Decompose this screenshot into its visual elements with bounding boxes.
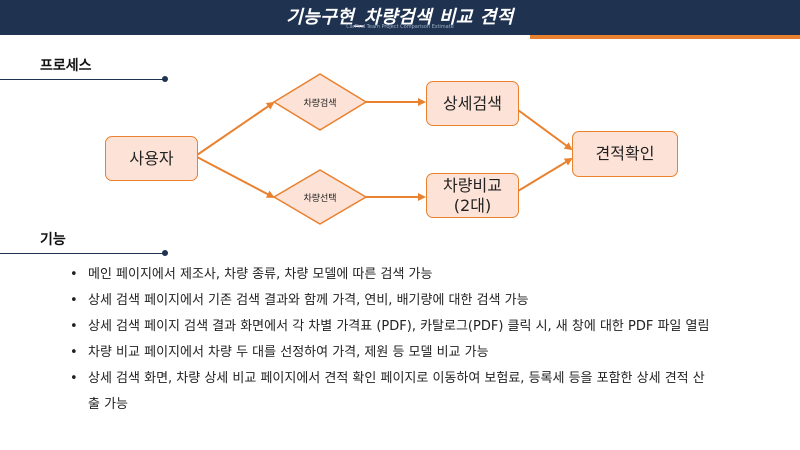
process-section-divider [0, 79, 165, 80]
node-estimate: 견적확인 [572, 131, 678, 177]
page-subtitle: CarFind Team Project Comparison Estimate [346, 24, 454, 30]
page-title: 기능구현_차량검색 비교 견적 [286, 7, 514, 28]
node-compare-label-line1: 차량비교 [443, 175, 502, 195]
decision-select-label: 차량선택 [303, 194, 337, 204]
header-accent-bar [530, 35, 800, 39]
feature-item: 차량 비교 페이지에서 차량 두 대를 선정하여 가격, 제원 등 모델 비교 … [70, 340, 710, 366]
arrow-user-to-search [196, 101, 275, 156]
node-compare: 차량비교 (2대) [426, 173, 519, 218]
features-section-divider [0, 253, 165, 254]
decision-search-diamond [272, 73, 368, 131]
decision-select-diamond [272, 169, 368, 225]
node-compare-label-line2: (2대) [453, 195, 492, 215]
feature-list: 메인 페이지에서 제조사, 차량 종류, 차량 모델에 따른 검색 가능 상세 … [70, 262, 710, 418]
feature-item: 상세 검색 페이지에서 기존 검색 결과와 함께 가격, 연비, 배기량에 대한… [70, 288, 710, 314]
process-section-dot [162, 76, 168, 82]
feature-item: 메인 페이지에서 제조사, 차량 종류, 차량 모델에 따른 검색 가능 [70, 262, 710, 288]
node-user-label: 사용자 [129, 148, 174, 168]
node-detail-search-label: 상세검색 [443, 93, 502, 113]
arrow-detail-to-estimate [517, 109, 573, 151]
arrow-user-to-select [196, 156, 275, 198]
decision-search-label: 차량검색 [303, 99, 337, 109]
features-section-dot [162, 250, 168, 256]
features-section-title: 기능 [40, 232, 66, 248]
node-user: 사용자 [105, 136, 198, 181]
feature-item: 상세 검색 페이지 검색 결과 화면에서 각 차별 가격표 (PDF), 카탈로… [70, 314, 710, 340]
title-bar: 기능구현_차량검색 비교 견적 CarFind Team Project Com… [0, 0, 800, 35]
feature-item: 상세 검색 화면, 차량 상세 비교 페이지에서 견적 확인 페이지로 이동하여… [70, 366, 710, 418]
arrow-compare-to-estimate [517, 157, 573, 192]
node-estimate-label: 견적확인 [595, 144, 655, 163]
process-section-title: 프로세스 [40, 58, 92, 74]
node-detail-search: 상세검색 [426, 81, 519, 126]
